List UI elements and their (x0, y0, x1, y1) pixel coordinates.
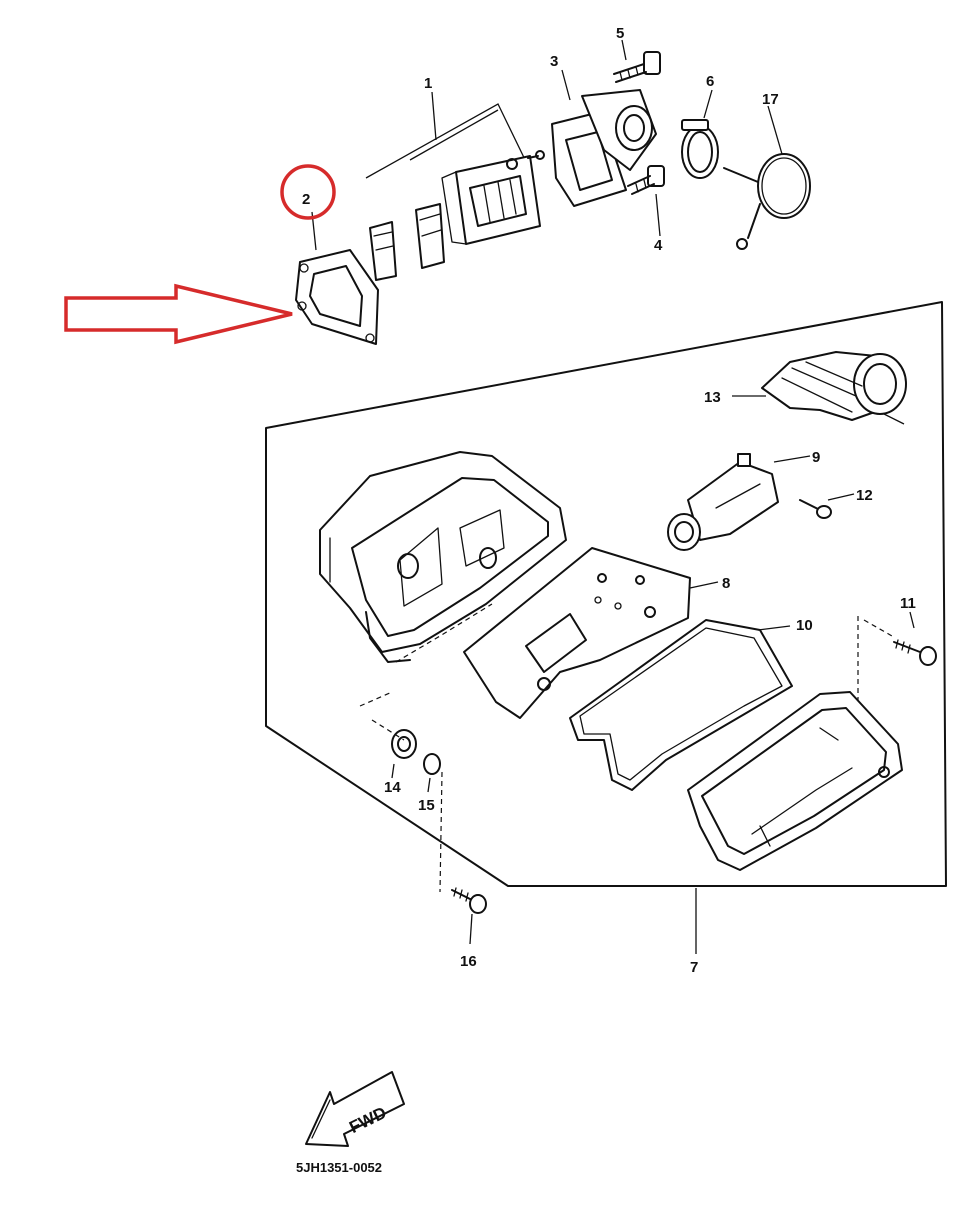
label-part-16: 16 (460, 953, 477, 970)
bolt-part-4 (627, 165, 665, 237)
label-part-1: 1 (424, 75, 432, 92)
label-part-11: 11 (900, 595, 916, 612)
label-part-17: 17 (762, 91, 779, 108)
air-cleaner-cap (687, 691, 903, 871)
collar-part-15 (423, 753, 441, 793)
label-part-6: 6 (706, 73, 714, 90)
bolt-part-16 (359, 691, 487, 945)
grommet-part-14 (391, 729, 417, 779)
label-part-8: 8 (722, 575, 730, 592)
air-cleaner-box (265, 301, 947, 887)
seal-part-10 (569, 619, 793, 791)
figure-code: 5JH1351-0052 (296, 1160, 382, 1175)
highlight-arrow (64, 283, 293, 345)
pipe-part-9 (667, 453, 811, 551)
label-part-15: 15 (418, 797, 435, 814)
screw-part-12 (799, 493, 855, 519)
gasket-part-2 (295, 211, 379, 345)
intake-manifold-part-3 (551, 69, 657, 207)
air-cleaner-case (319, 451, 567, 663)
label-part-4: 4 (654, 237, 663, 254)
label-part-13: 13 (704, 389, 721, 406)
label-part-12: 12 (856, 487, 873, 504)
label-part-3: 3 (550, 53, 558, 70)
fwd-label: FWD (346, 1103, 389, 1137)
highlight-circle (280, 164, 336, 220)
label-part-9: 9 (812, 449, 820, 466)
label-part-10: 10 (796, 617, 813, 634)
label-part-7: 7 (690, 959, 698, 976)
fwd-arrow (305, 1071, 405, 1147)
clamp-part-6 (681, 89, 719, 179)
label-part-14: 14 (384, 779, 401, 796)
label-part-5: 5 (616, 25, 624, 42)
joint-part-13 (732, 351, 907, 425)
bolt-part-5 (613, 39, 661, 83)
screw-part-11 (857, 611, 937, 752)
label-part-2: 2 (302, 191, 310, 208)
element-part-8 (463, 547, 719, 719)
ring-part-17 (723, 105, 811, 250)
reed-valve-assembly (365, 91, 545, 281)
